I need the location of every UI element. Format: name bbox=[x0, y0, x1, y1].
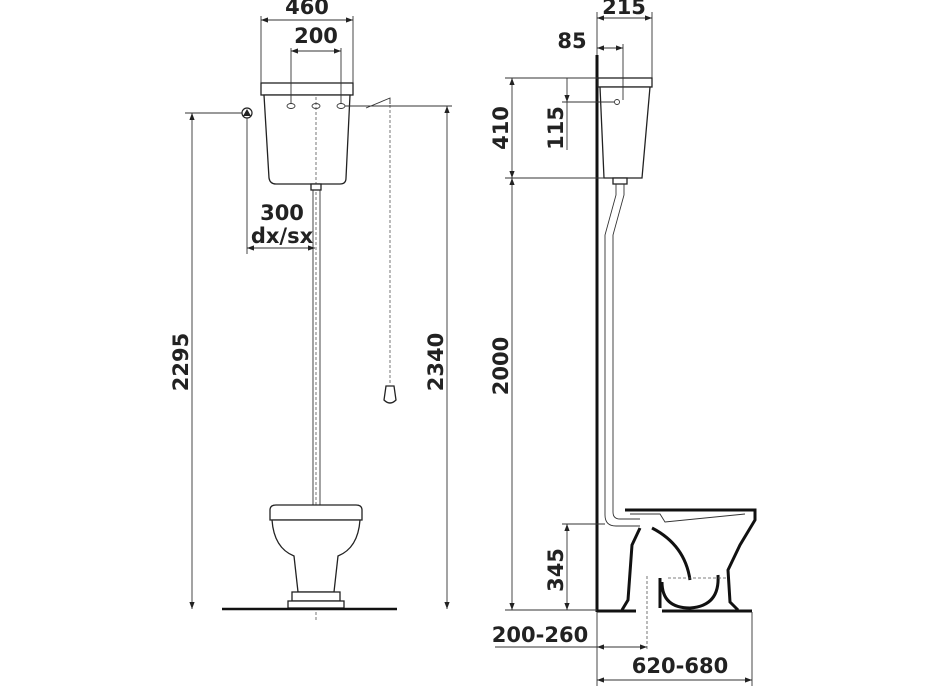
dim-tank-height: 2340 bbox=[424, 333, 448, 391]
dim-hole-offset: 85 bbox=[557, 29, 586, 53]
front-view: 460 200 300 dx/sx 2295 2340 bbox=[169, 0, 452, 620]
side-view: 215 85 410 115 2000 345 200-260 620-680 bbox=[489, 0, 757, 686]
flush-pipe-front bbox=[310, 183, 322, 508]
cistern-side bbox=[597, 77, 653, 185]
toilet-bowl-front bbox=[269, 504, 363, 609]
dim-inlet-side: dx/sx bbox=[251, 224, 314, 248]
dim-bowl-inlet-height: 345 bbox=[544, 548, 568, 592]
toilet-bowl-side bbox=[597, 508, 757, 613]
dim-hole-drop: 115 bbox=[544, 106, 568, 150]
flush-pipe-side bbox=[604, 184, 640, 527]
dim-inlet-height: 2295 bbox=[169, 333, 193, 391]
dim-outlet-distance: 200-260 bbox=[492, 623, 588, 647]
cistern-front bbox=[260, 82, 391, 620]
dim-holes-spacing: 200 bbox=[294, 24, 338, 48]
dim-tank-body-height: 410 bbox=[489, 106, 513, 150]
dim-tank-base-height: 2000 bbox=[489, 337, 513, 395]
dim-bowl-projection: 620-680 bbox=[632, 654, 728, 678]
dim-tank-width: 460 bbox=[285, 0, 329, 19]
water-inlet-icon bbox=[241, 107, 253, 119]
dim-inlet-offset: 300 bbox=[260, 201, 304, 225]
dim-tank-depth: 215 bbox=[602, 0, 646, 19]
pull-chain bbox=[383, 100, 397, 404]
